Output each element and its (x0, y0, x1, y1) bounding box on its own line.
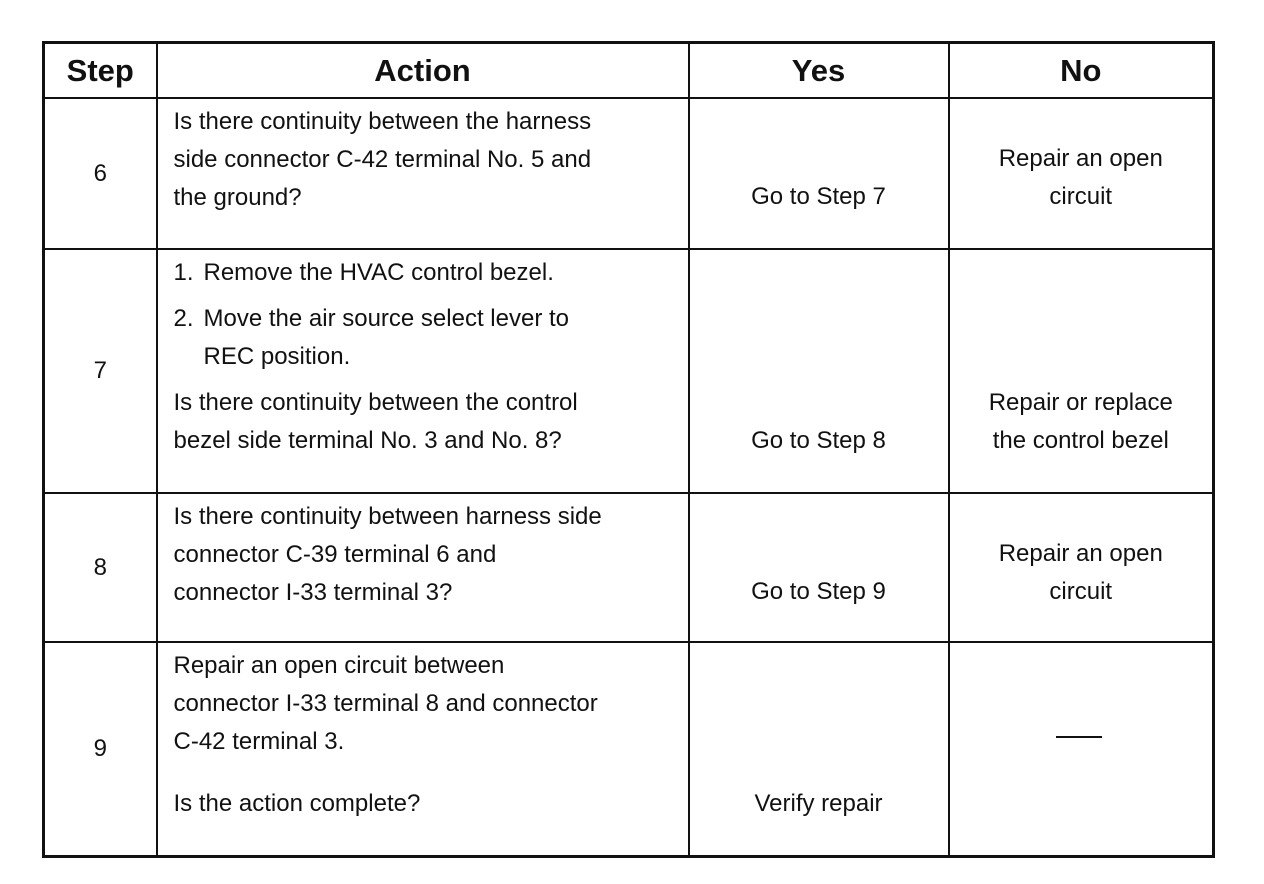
spacer (174, 376, 680, 384)
spacer (174, 292, 680, 300)
action-line: C-42 terminal 3. (173, 728, 345, 755)
no-line: circuit (1049, 578, 1113, 605)
diagnostic-table-container: Step Action Yes No 6 Is there continuity… (42, 41, 1215, 858)
action-line: side connector C-42 terminal No. 5 and (173, 146, 592, 173)
step-number: 7 (42, 248, 158, 494)
action-cell: Is there continuity between the harness … (155, 97, 690, 250)
list-line: Move the air source select lever to (203, 305, 570, 332)
yes-cell: Verify repair (687, 641, 950, 857)
no-result: Repair an open circuit (950, 535, 1213, 611)
no-cell (947, 641, 1215, 857)
list-number: 1. (173, 259, 194, 286)
action-cell: 1. Remove the HVAC control bezel. 2. Mov… (155, 248, 690, 494)
no-line: Repair an open (998, 540, 1163, 567)
table-row: 7 1. Remove the HVAC control bezel. 2. M… (42, 248, 1215, 494)
no-result: Repair or replace the control bezel (950, 384, 1213, 460)
yes-cell: Go to Step 7 (687, 97, 950, 250)
step-number: 6 (42, 97, 158, 250)
table-row: 8 Is there continuity between harness si… (42, 492, 1215, 643)
action-line: Is there continuity between harness side (173, 503, 602, 530)
action-line: Is there continuity between the control (173, 389, 578, 416)
action-line: bezel side terminal No. 3 and No. 8? (173, 427, 562, 454)
spacer (174, 761, 680, 785)
action-line: connector I-33 terminal 8 and connector (173, 690, 598, 717)
no-result: Repair an open circuit (950, 140, 1213, 216)
no-line: Repair an open (998, 145, 1163, 172)
header-row: Step Action Yes No (42, 41, 1215, 99)
header-action: Action (155, 41, 690, 99)
no-cell: Repair or replace the control bezel (947, 248, 1215, 494)
no-cell: Repair an open circuit (947, 97, 1215, 250)
yes-result: Go to Step 8 (751, 427, 886, 454)
no-line: circuit (1049, 183, 1113, 210)
diagnostic-table: Step Action Yes No 6 Is there continuity… (42, 41, 1215, 858)
table-row: 6 Is there continuity between the harnes… (42, 97, 1215, 250)
action-line: Repair an open circuit between (173, 652, 505, 679)
no-cell: Repair an open circuit (947, 492, 1215, 643)
action-cell: Is there continuity between harness side… (155, 492, 690, 643)
yes-result: Verify repair (754, 790, 883, 817)
no-line: Repair or replace (988, 389, 1173, 416)
action-line: Is there continuity between the harness (173, 108, 592, 135)
list-number: 2. (173, 305, 194, 332)
action-question: Is the action complete? (173, 790, 421, 817)
header-step: Step (42, 41, 158, 99)
yes-cell: Go to Step 8 (687, 248, 950, 494)
list-text: Move the air source select lever to REC … (204, 300, 680, 376)
no-line: the control bezel (992, 427, 1169, 454)
action-line: connector C-39 terminal 6 and (173, 541, 497, 568)
action-line: connector I-33 terminal 3? (173, 579, 453, 606)
header-yes: Yes (687, 41, 950, 99)
action-cell: Repair an open circuit between connector… (155, 641, 690, 857)
list-line: REC position. (203, 343, 351, 370)
yes-result: Go to Step 9 (751, 578, 886, 605)
yes-cell: Go to Step 9 (687, 492, 950, 643)
step-number: 8 (42, 492, 158, 643)
step-number: 9 (42, 641, 158, 857)
header-no: No (947, 41, 1215, 99)
no-dash (1055, 736, 1102, 738)
action-list-item: 1. Remove the HVAC control bezel. (174, 254, 680, 292)
yes-result: Go to Step 7 (751, 183, 886, 210)
action-line: the ground? (173, 184, 302, 211)
list-text: Remove the HVAC control bezel. (203, 259, 554, 286)
table-row: 9 Repair an open circuit between connect… (42, 641, 1215, 857)
action-list-item: 2. Move the air source select lever to R… (174, 300, 680, 376)
